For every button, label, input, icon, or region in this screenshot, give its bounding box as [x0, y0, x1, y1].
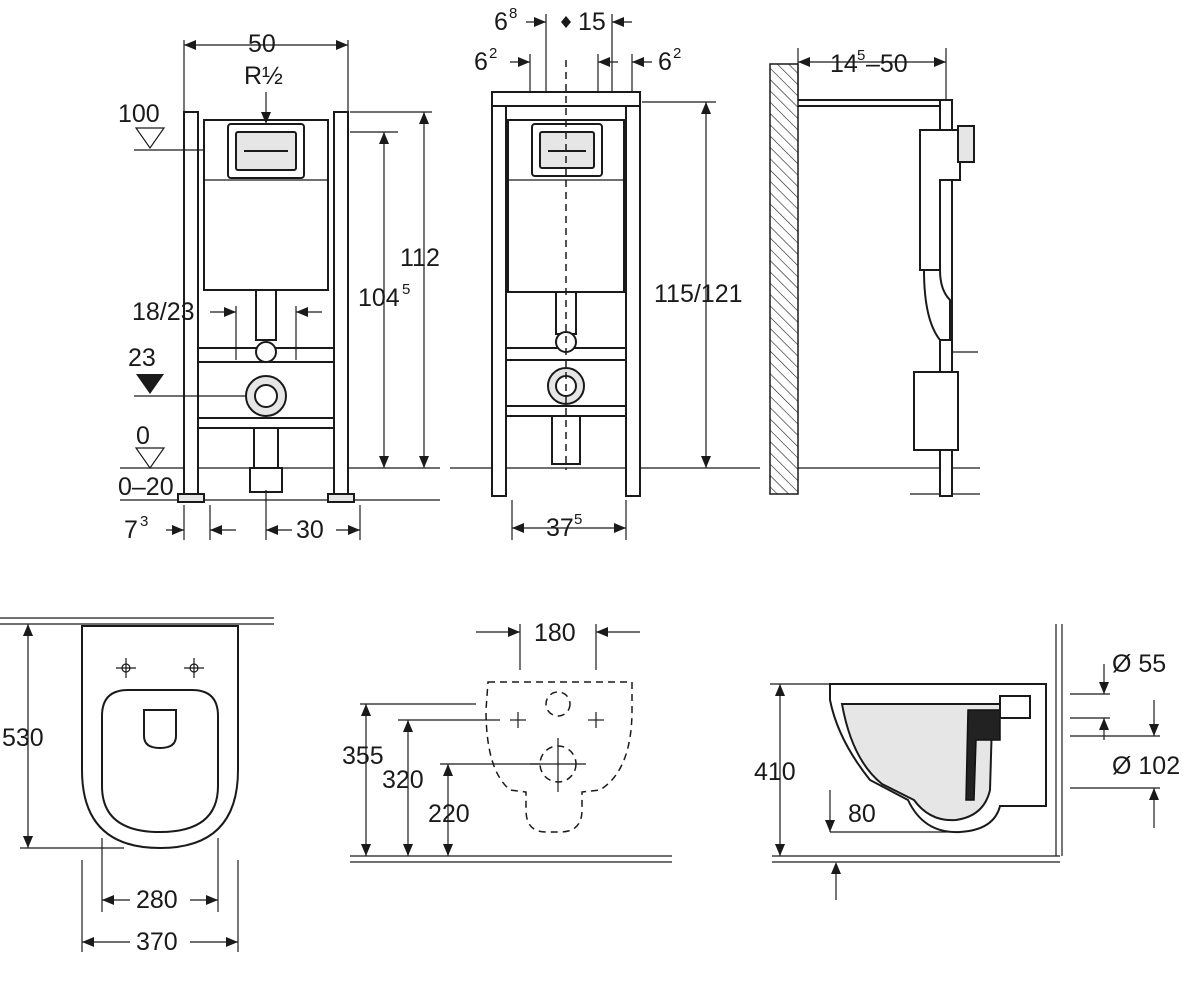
dim-pipe-distance: 18/23 [132, 298, 195, 326]
dim-height: 115/121 [654, 280, 743, 308]
flush-plate-side [957, 125, 975, 163]
dim-frame-width: 50 [248, 30, 276, 58]
dim-height: 410 [754, 758, 796, 786]
dim-side-left: 6 [474, 48, 488, 76]
drain-pipe-end [249, 467, 283, 493]
frame-post-left [491, 101, 507, 497]
dim-length: 530 [2, 724, 44, 752]
flush-inlet [545, 691, 571, 717]
frame-post-right [625, 101, 641, 497]
mount-hole-right [184, 658, 204, 678]
toilet-bowl-opening [143, 709, 177, 750]
dim-top-left-sup: 8 [509, 5, 517, 22]
toilet-seat [101, 689, 219, 834]
drain-bend-side [913, 371, 959, 451]
dim-offset-left: 7 [124, 516, 138, 544]
dim-offset-left-sup: 3 [140, 513, 148, 530]
cistern-side [919, 129, 961, 271]
frame-side-view: 14 5 –50 [769, 47, 980, 497]
flush-pipe-side [922, 269, 951, 341]
mount-hole-left [510, 712, 526, 728]
dim-height-total: 112 [400, 244, 440, 272]
flush-pipe [255, 289, 277, 341]
toilet-side-view: 410 80 Ø 55 Ø 102 [754, 624, 1180, 900]
drain-connector-inner [254, 384, 278, 408]
dim-center-distance: 30 [296, 516, 324, 544]
dim-depth-sup: 5 [857, 47, 865, 64]
toilet-back-view: 180 355 320 220 [342, 619, 672, 863]
frame-foot-right [327, 493, 355, 503]
dim-thread: R½ [244, 62, 283, 90]
frame-middle-view: 6 8 15 6 2 6 2 115/121 37 5 [450, 5, 760, 542]
dim-pipe-small: Ø 55 [1112, 650, 1166, 678]
dim-height-a: 355 [342, 742, 384, 770]
dim-side-left-sup: 2 [489, 45, 497, 62]
dim-depth-max: –50 [866, 50, 908, 78]
level-zero: 0 [136, 422, 150, 450]
dim-inner-width: 280 [136, 886, 178, 914]
level-mid: 23 [128, 344, 156, 372]
dim-top-left: 6 [494, 8, 508, 36]
level-adjust: 0–20 [118, 473, 174, 501]
dim-foot: 37 [546, 514, 574, 542]
dim-center: 15 [578, 8, 606, 36]
dim-side-right-sup: 2 [673, 45, 681, 62]
dim-side-right: 6 [658, 48, 672, 76]
flush-inlet-side [999, 695, 1031, 719]
dim-offset: 80 [848, 800, 876, 828]
mount-hole-right [588, 712, 604, 728]
mount-hole-left [116, 658, 136, 678]
flush-connector [255, 341, 277, 363]
dim-depth: 14 [830, 50, 858, 78]
dim-outer-width: 370 [136, 928, 178, 956]
frame-foot-left [177, 493, 205, 503]
dim-height-inner: 104 [358, 284, 400, 312]
toilet-bowl-section [840, 703, 1009, 822]
dim-height-inner-sup: 5 [402, 281, 410, 298]
drain-pipe [253, 427, 279, 469]
wall-section [769, 63, 799, 495]
toilet-top-view: 530 280 370 [0, 617, 274, 956]
dim-foot-sup: 5 [574, 511, 582, 528]
frame-post-right [333, 111, 349, 501]
frame-front-view: 50 R½ 100 18/23 23 0 0–20 112 104 [118, 30, 440, 544]
level-top: 100 [118, 100, 160, 128]
dim-pipe-large: Ø 102 [1112, 752, 1180, 780]
dim-height-c: 220 [428, 800, 470, 828]
dim-height-b: 320 [382, 766, 424, 794]
back-outline [485, 681, 633, 833]
dim-width: 180 [534, 619, 576, 647]
